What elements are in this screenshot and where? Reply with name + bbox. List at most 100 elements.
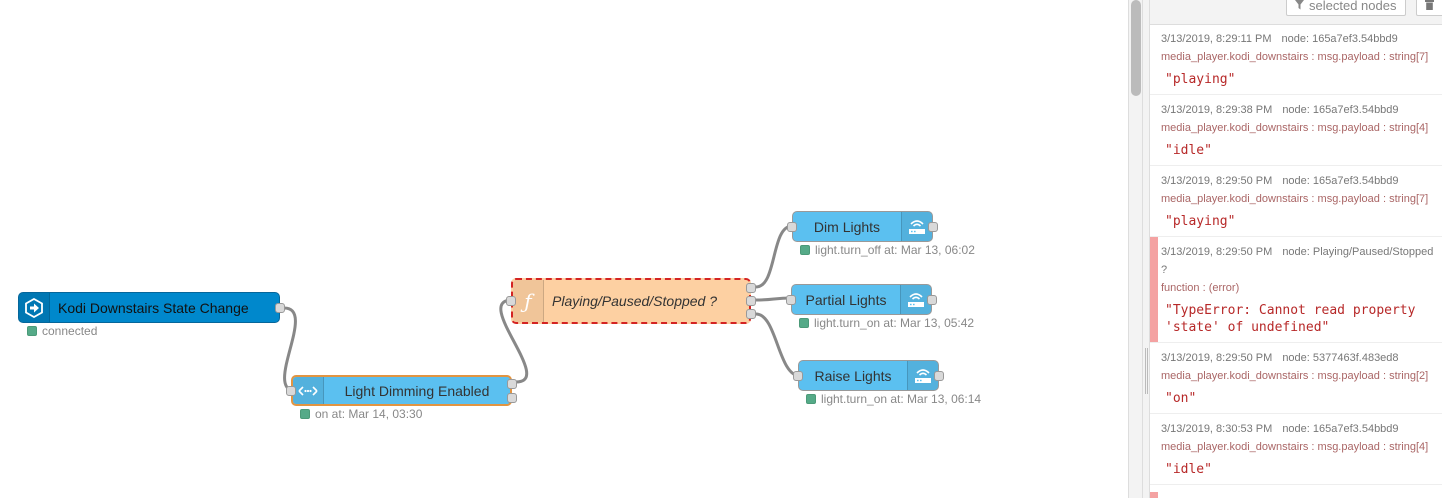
filter-button-label: selected nodes: [1309, 0, 1397, 13]
message-node-link[interactable]: node: Playing/Paused/Stopped ?: [1161, 246, 1434, 276]
flow-canvas[interactable]: Kodi Downstairs State Change connected L…: [0, 0, 1128, 498]
message-header: 3/13/2019, 8:29:38 PM node: 165a7ef3.54bb…: [1161, 101, 1436, 119]
function-input-port[interactable]: [506, 296, 516, 306]
message-payload[interactable]: "idle": [1165, 462, 1212, 477]
wire-dimming-to-function[interactable]: [499, 298, 529, 384]
raise-lights-node[interactable]: Raise Lights: [793, 360, 944, 391]
dim-lights-status: light.turn_off at: Mar 13, 06:02: [800, 243, 975, 257]
message-topic: media_player.kodi_downstairs : msg.paylo…: [1161, 441, 1429, 453]
dim-lights-node[interactable]: Dim Lights: [787, 211, 938, 242]
dimming-input-port[interactable]: [286, 386, 296, 396]
message-header: 3/13/2019, 8:30:53 PM node: 165a7ef3.54bb…: [1161, 420, 1436, 438]
dimming-output-port-1[interactable]: [507, 379, 517, 389]
canvas-scrollbar-thumb[interactable]: [1131, 0, 1141, 96]
function-node-icon-box: ƒ: [513, 280, 544, 322]
partial-lights-node[interactable]: Partial Lights: [786, 284, 937, 315]
filter-selected-nodes-button[interactable]: selected nodes: [1286, 0, 1406, 16]
debug-message-list[interactable]: 3/13/2019, 8:29:11 PM node: 165a7ef3.54bb…: [1150, 24, 1442, 485]
message-topic: media_player.kodi_downstairs : msg.paylo…: [1161, 51, 1429, 63]
message-topic: media_player.kodi_downstairs : msg.paylo…: [1161, 193, 1429, 205]
funnel-icon: [1295, 0, 1304, 10]
wifi-router-icon: [909, 219, 925, 234]
message-header: 3/13/2019, 8:29:50 PM node: 5377463f.483e…: [1161, 349, 1436, 367]
message-topic: function : (error): [1161, 282, 1240, 294]
message-timestamp: 3/13/2019, 8:29:50 PM: [1161, 246, 1273, 258]
arrow-in-hexagon-icon: [25, 297, 43, 318]
raise-lights-status-text: light.turn_on at: Mar 13, 06:14: [821, 392, 982, 406]
debug-message[interactable]: 3/13/2019, 8:29:11 PM node: 165a7ef3.54bb…: [1150, 24, 1442, 95]
partial-lights-status-text: light.turn_on at: Mar 13, 05:42: [814, 316, 975, 330]
function-icon: ƒ: [524, 289, 532, 313]
message-node-link[interactable]: node: 165a7ef3.54bbd9: [1282, 175, 1399, 187]
kodi-node-label: Kodi Downstairs State Change: [58, 299, 249, 316]
status-dot: [799, 318, 809, 328]
kodi-status-text: connected: [42, 324, 98, 338]
clear-messages-button[interactable]: [1416, 0, 1442, 16]
message-node-link[interactable]: node: 165a7ef3.54bbd9: [1282, 423, 1399, 435]
light-dimming-enabled-node[interactable]: Light Dimming Enabled: [286, 375, 517, 406]
canvas-scrollbar[interactable]: [1128, 0, 1143, 498]
message-topic: media_player.kodi_downstairs : msg.paylo…: [1161, 370, 1429, 382]
function-output-port-2[interactable]: [746, 296, 756, 306]
message-node-link[interactable]: node: 165a7ef3.54bbd9: [1282, 104, 1399, 116]
raise-lights-output-port[interactable]: [934, 371, 944, 381]
status-dot: [800, 245, 810, 255]
message-timestamp: 3/13/2019, 8:29:38 PM: [1161, 104, 1273, 116]
status-dot: [27, 326, 37, 336]
function-output-port-3[interactable]: [746, 309, 756, 319]
switch-arrows-icon: [298, 385, 318, 396]
message-payload[interactable]: "playing": [1165, 214, 1236, 229]
message-payload[interactable]: "idle": [1165, 143, 1212, 158]
message-payload[interactable]: "on": [1165, 391, 1197, 406]
debug-message[interactable]: 3/13/2019, 8:29:38 PM node: 165a7ef3.54bb…: [1150, 95, 1442, 166]
message-header: 3/13/2019, 8:29:11 PM node: 165a7ef3.54bb…: [1161, 30, 1436, 48]
message-node-link[interactable]: node: 5377463f.483ed8: [1282, 352, 1399, 364]
wire-function-to-dim[interactable]: [754, 224, 794, 289]
next-message-error-marker: [1150, 492, 1158, 498]
dim-lights-icon-box: [901, 212, 932, 241]
dimming-node-status: on at: Mar 14, 03:30: [300, 407, 422, 421]
splitter-grip[interactable]: [1145, 348, 1148, 394]
debug-message[interactable]: 3/13/2019, 8:30:53 PM node: 165a7ef3.54bb…: [1150, 414, 1442, 485]
message-topic: media_player.kodi_downstairs : msg.paylo…: [1161, 122, 1429, 134]
kodi-state-change-node[interactable]: Kodi Downstairs State Change: [18, 292, 285, 323]
message-node-link[interactable]: node: 165a7ef3.54bbd9: [1281, 33, 1398, 45]
wire-function-to-raise[interactable]: [754, 312, 802, 378]
message-timestamp: 3/13/2019, 8:30:53 PM: [1161, 423, 1273, 435]
message-timestamp: 3/13/2019, 8:29:50 PM: [1161, 352, 1273, 364]
partial-lights-icon-box: [900, 285, 931, 314]
wifi-router-icon: [908, 292, 924, 307]
partial-lights-output-port[interactable]: [927, 295, 937, 305]
message-payload[interactable]: "playing": [1165, 72, 1236, 87]
kodi-node-icon-box: [19, 293, 50, 322]
partial-lights-label: Partial Lights: [805, 291, 887, 308]
dimming-node-icon-box: [293, 377, 324, 404]
function-output-port-1[interactable]: [746, 283, 756, 293]
raise-lights-icon-box: [907, 361, 938, 390]
message-timestamp: 3/13/2019, 8:29:11 PM: [1161, 33, 1272, 45]
dimming-output-port-2[interactable]: [507, 393, 517, 403]
kodi-node-status: connected: [27, 324, 97, 338]
raise-lights-status: light.turn_on at: Mar 13, 06:14: [806, 392, 981, 406]
raise-lights-label: Raise Lights: [814, 367, 892, 384]
trash-icon: [1425, 0, 1434, 10]
partial-lights-input-port[interactable]: [786, 295, 796, 305]
status-dot: [806, 394, 816, 404]
debug-message[interactable]: 3/13/2019, 8:29:50 PM node: 5377463f.483e…: [1150, 343, 1442, 414]
partial-lights-status: light.turn_on at: Mar 13, 05:42: [799, 316, 974, 330]
message-payload[interactable]: "TypeError: Cannot read property 'state'…: [1165, 303, 1424, 335]
function-node-label: Playing/Paused/Stopped ?: [552, 293, 718, 309]
debug-toolbar: selected nodes: [1150, 0, 1442, 25]
kodi-output-port[interactable]: [275, 303, 285, 313]
dim-lights-status-text: light.turn_off at: Mar 13, 06:02: [815, 243, 975, 257]
function-node[interactable]: ƒ Playing/Paused/Stopped ?: [506, 278, 756, 324]
wifi-router-icon: [915, 368, 931, 383]
dim-lights-label: Dim Lights: [813, 218, 881, 235]
dim-lights-output-port[interactable]: [928, 222, 938, 232]
raise-lights-input-port[interactable]: [793, 371, 803, 381]
sidebar-splitter[interactable]: [1142, 0, 1150, 498]
dim-lights-input-port[interactable]: [787, 222, 797, 232]
